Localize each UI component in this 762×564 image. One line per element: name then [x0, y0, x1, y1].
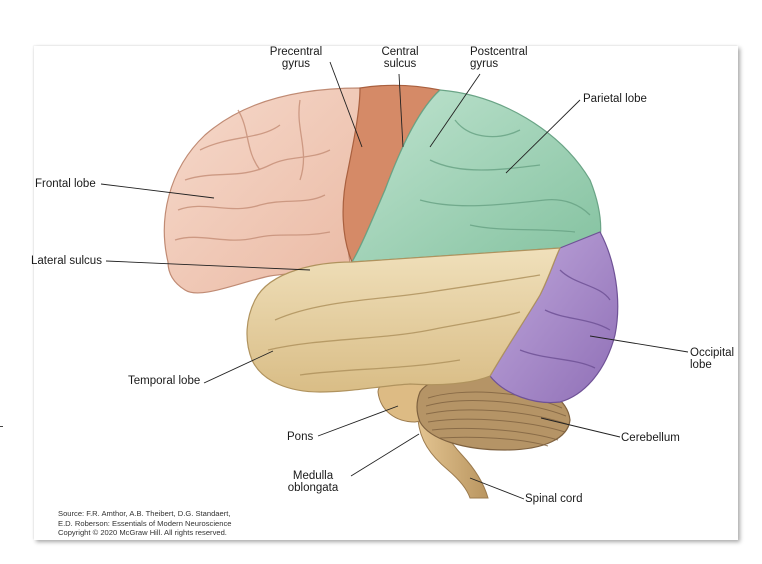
- precentral-gyrus-label-line2: gyrus: [281, 58, 311, 70]
- lateral-sulcus-label: Lateral sulcus: [31, 255, 102, 267]
- postcentral-gyrus-label: Postcentral gyrus: [470, 46, 528, 70]
- frontal-gyri: [174, 99, 331, 241]
- occipital-lobe-label-line2: lobe: [690, 359, 712, 371]
- source-line-3: Copyright © 2020 McGraw Hill. All rights…: [58, 528, 227, 538]
- source-credit: Source: F.R. Amthor, A.B. Theibert, D.G.…: [58, 509, 231, 538]
- temporal-lobe-label: Temporal lobe: [128, 375, 201, 387]
- source-line-1: Source: F.R. Amthor, A.B. Theibert, D.G.…: [58, 509, 231, 518]
- medulla-oblongata-label-line1: Medulla: [292, 470, 334, 482]
- precentral-gyrus-label: Precentral gyrus: [270, 46, 322, 70]
- edge-mark: [0, 426, 3, 427]
- occipital-lobe-label-line1: Occipital: [690, 347, 735, 359]
- medulla-oblongata-label: Medulla oblongata: [288, 470, 339, 494]
- parietal-lobe-label: Parietal lobe: [583, 93, 647, 105]
- postcentral-gyrus-label-line2: gyrus: [470, 58, 499, 70]
- medulla-oblongata-label-line2: oblongata: [287, 482, 339, 494]
- parietal-sulci: [419, 119, 591, 233]
- occipital-sulci: [519, 269, 611, 369]
- pons-label: Pons: [287, 431, 314, 443]
- temporal-sulci: [267, 274, 541, 376]
- postcentral-gyrus-label-line1: Postcentral: [470, 46, 528, 58]
- spinal-cord-label: Spinal cord: [525, 493, 583, 505]
- occipital-lobe-label: Occipital lobe: [690, 347, 734, 371]
- central-sulcus-label-line1: Central: [381, 46, 419, 58]
- cerebellum-folia: [425, 391, 568, 447]
- cerebellum-label: Cerebellum: [621, 432, 680, 444]
- central-sulcus-label: Central sulcus: [381, 46, 418, 70]
- precentral-gyrus-label-line1: Precentral: [269, 46, 323, 58]
- central-sulcus-label-line2: sulcus: [383, 58, 417, 70]
- frontal-lobe-label: Frontal lobe: [35, 178, 96, 190]
- leader-lines: [100, 61, 689, 500]
- source-line-2: E.D. Roberson: Essentials of Modern Neur…: [58, 518, 232, 528]
